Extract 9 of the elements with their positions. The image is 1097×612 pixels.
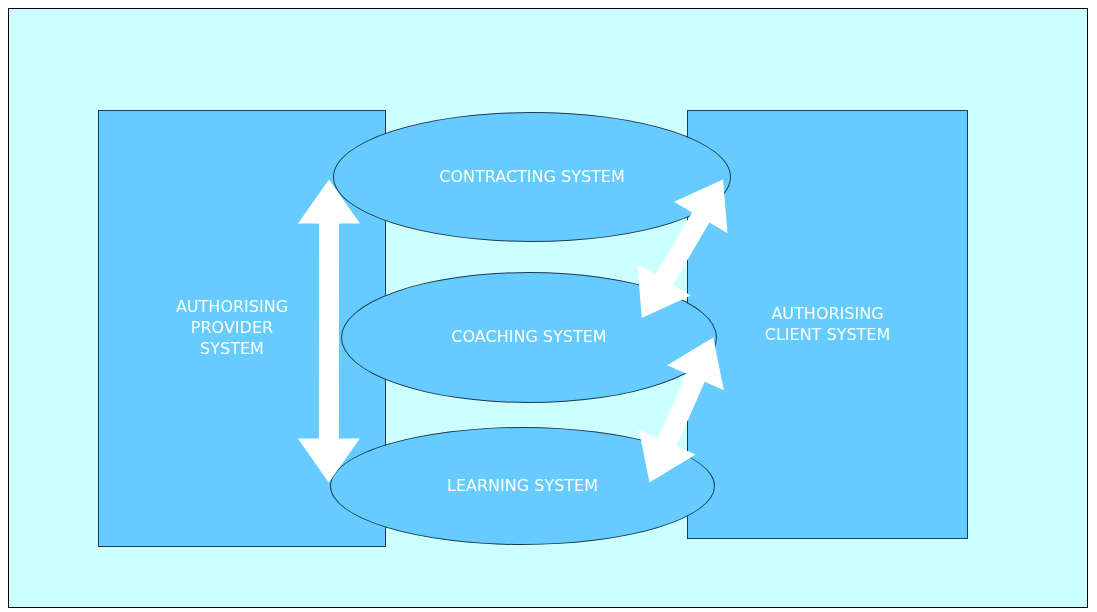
system-label: COACHING SYSTEM: [450, 327, 608, 348]
double-arrow: [638, 337, 724, 483]
system-box: [687, 110, 968, 539]
double-arrow: [637, 179, 728, 318]
system-label: AUTHORISING PROVIDER SYSTEM: [174, 297, 290, 360]
system-label: CONTRACTING SYSTEM: [438, 166, 626, 188]
double-arrow: [297, 179, 360, 483]
system-label: LEARNING SYSTEM: [446, 475, 599, 497]
system-label: AUTHORISING CLIENT SYSTEM: [763, 303, 892, 346]
